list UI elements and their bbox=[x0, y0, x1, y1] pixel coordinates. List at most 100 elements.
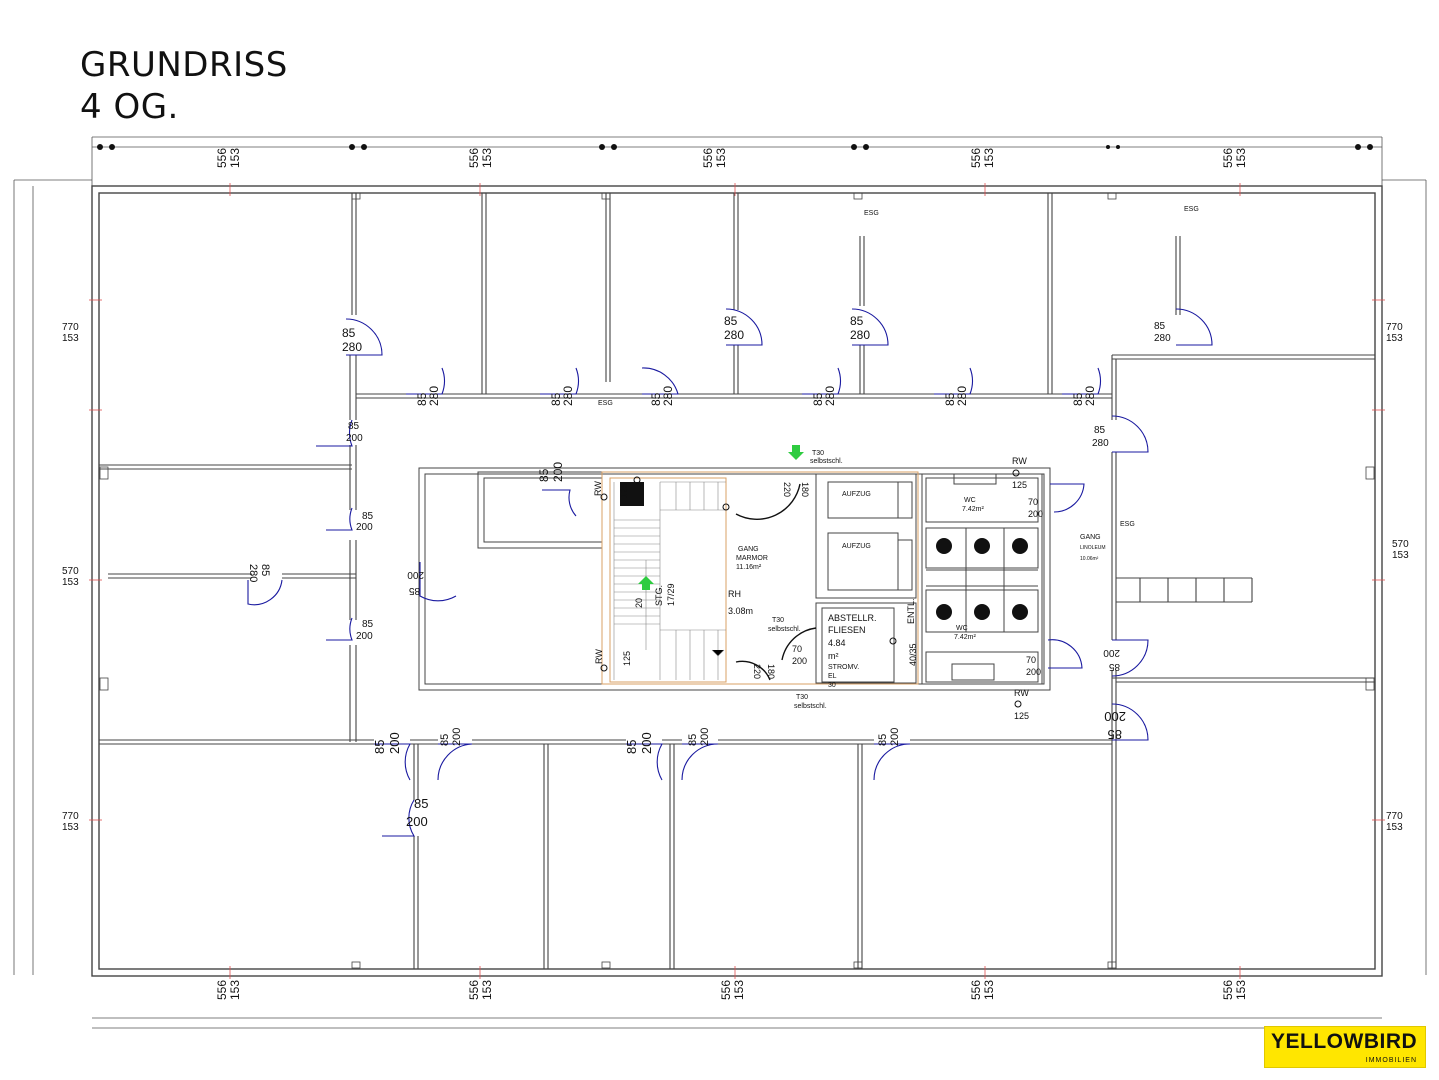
door-label-11b: 200 bbox=[346, 433, 363, 444]
wc-area-1: 7.42m² bbox=[962, 506, 984, 513]
gang2-label: GANG bbox=[1080, 534, 1101, 541]
rw-stair-125-top: 125 bbox=[619, 483, 629, 498]
dim-left-2a: 570 bbox=[62, 566, 79, 577]
door-label-20a: 85 bbox=[414, 796, 428, 811]
strom-val: 30 bbox=[828, 682, 836, 689]
esg-label-3: ESG bbox=[1184, 206, 1199, 213]
dim-top-1a: 556 bbox=[215, 148, 229, 168]
door-label-6a: 85 bbox=[549, 392, 563, 406]
door-label-16b: 280 bbox=[247, 564, 259, 582]
door-label-2a: 85 bbox=[724, 314, 738, 328]
door-label-16a: 85 bbox=[259, 564, 271, 576]
door-swings bbox=[247, 308, 1213, 837]
rw-stair-125-bot: 125 bbox=[622, 651, 632, 666]
dim-bot-3a: 556 bbox=[719, 980, 733, 1000]
door-label-7b: 280 bbox=[661, 386, 675, 406]
stair-treads bbox=[613, 481, 726, 680]
door-label-21b: 200 bbox=[699, 728, 711, 746]
dim-top-4b: 153 bbox=[982, 148, 996, 168]
door-label-7a: 85 bbox=[649, 392, 663, 406]
dim-top-1b: 153 bbox=[228, 148, 242, 168]
door-label-13a: 85 bbox=[1094, 425, 1106, 436]
door-label-22b: 200 bbox=[889, 728, 901, 746]
dim-top-4a: 556 bbox=[969, 148, 983, 168]
t30-label-mid: T30 bbox=[772, 617, 784, 624]
dim-top-3a: 556 bbox=[701, 148, 715, 168]
dim-right-1a: 770 bbox=[1386, 322, 1403, 333]
wc-area-2: 7.42m² bbox=[954, 634, 976, 641]
rh-value: 3.08m bbox=[728, 606, 753, 616]
door-180-bot: 180 bbox=[766, 664, 776, 679]
core-door-swings bbox=[735, 483, 817, 681]
wc-door-70-top: 70 bbox=[1028, 497, 1038, 507]
outer-walls bbox=[91, 185, 1383, 977]
green-arrows bbox=[638, 445, 804, 590]
door-label-1b: 280 bbox=[342, 340, 362, 354]
door-180: 180 bbox=[800, 482, 810, 497]
door-label-5b: 280 bbox=[427, 386, 441, 406]
t30-sub-mid: selbstschl. bbox=[768, 626, 801, 633]
door-label-25b: 200 bbox=[1104, 709, 1126, 724]
dim-bot-4b: 153 bbox=[982, 980, 996, 1000]
door-label-5a: 85 bbox=[415, 392, 429, 406]
door-label-17b: 200 bbox=[387, 732, 402, 754]
door-label-9a: 85 bbox=[943, 392, 957, 406]
dim-bot-4a: 556 bbox=[969, 980, 983, 1000]
dim-top-2b: 153 bbox=[480, 148, 494, 168]
dim-top-3b: 153 bbox=[714, 148, 728, 168]
door-label-25a: 85 bbox=[1108, 727, 1122, 742]
abst-door-70: 70 bbox=[792, 644, 802, 654]
door-label-3b: 280 bbox=[850, 328, 870, 342]
esg-label-4: ESG bbox=[1120, 521, 1135, 528]
door-label-14b: 200 bbox=[356, 631, 373, 642]
door-label-9b: 280 bbox=[955, 386, 969, 406]
door-labels: 85 280 85 280 85 280 85 280 85 200 85 20… bbox=[342, 314, 1171, 829]
esg-label-1: ESG bbox=[598, 400, 613, 407]
wc-door-200-bot: 200 bbox=[1026, 667, 1041, 677]
n4035-label: 40/35 bbox=[908, 643, 918, 666]
dim-bot-2b: 153 bbox=[480, 980, 494, 1000]
core-labels: T30 selbstschl. T30 selbstschl. T30 selb… bbox=[736, 450, 1106, 710]
column-markers bbox=[97, 144, 1373, 150]
door-220-top: 220 bbox=[782, 482, 792, 497]
dim-right-3a: 770 bbox=[1386, 811, 1403, 822]
dim-left-1a: 770 bbox=[62, 322, 79, 333]
dim-top-5a: 556 bbox=[1221, 148, 1235, 168]
rw-label-bot: RW bbox=[1014, 688, 1029, 698]
rw-num-top: 125 bbox=[1012, 480, 1027, 490]
door-label-17a: 85 bbox=[372, 740, 387, 754]
entl-label: ENTL. bbox=[906, 598, 916, 624]
strom-el: EL bbox=[828, 673, 837, 680]
door-label-21a: 85 bbox=[687, 734, 699, 746]
door-label-2b: 280 bbox=[724, 328, 744, 342]
door-220-bot: 220 bbox=[752, 664, 762, 679]
strom-label: STROMV. bbox=[828, 664, 859, 671]
grid-ticks bbox=[89, 183, 1385, 979]
logo-sub: IMMOBILIEN bbox=[1365, 1057, 1417, 1064]
door-label-10a: 85 bbox=[1071, 392, 1085, 406]
left-dimensions: 770 153 570 153 770 153 bbox=[62, 322, 79, 833]
dim-top-5b: 153 bbox=[1234, 148, 1248, 168]
toilet-fixtures bbox=[936, 538, 1028, 620]
stg-ratio: 17/29 bbox=[666, 583, 676, 606]
dim-bot-2a: 556 bbox=[467, 980, 481, 1000]
aufzug-label-2: AUFZUG bbox=[842, 543, 871, 550]
door-label-14a: 85 bbox=[362, 619, 374, 630]
wc-door-70-bot: 70 bbox=[1026, 655, 1036, 665]
door-label-3a: 85 bbox=[850, 314, 864, 328]
esg-label-2: ESG bbox=[864, 210, 879, 217]
aufzug-label-1: AUFZUG bbox=[842, 491, 871, 498]
door-label-10b: 280 bbox=[1083, 386, 1097, 406]
wc-label-1: WC bbox=[964, 497, 976, 504]
dim-left-1b: 153 bbox=[62, 333, 79, 344]
stg-label: STG. bbox=[654, 585, 664, 606]
abst-unit: m² bbox=[828, 651, 839, 661]
door-label-13b: 280 bbox=[1092, 438, 1109, 449]
door-label-12b: 200 bbox=[356, 522, 373, 533]
abst-door-200: 200 bbox=[792, 656, 807, 666]
dim-bot-5a: 556 bbox=[1221, 980, 1235, 1000]
gang1-area: 11.16m² bbox=[736, 564, 762, 571]
door-label-19b: 200 bbox=[639, 732, 654, 754]
door-label-18a: 85 bbox=[439, 734, 451, 746]
